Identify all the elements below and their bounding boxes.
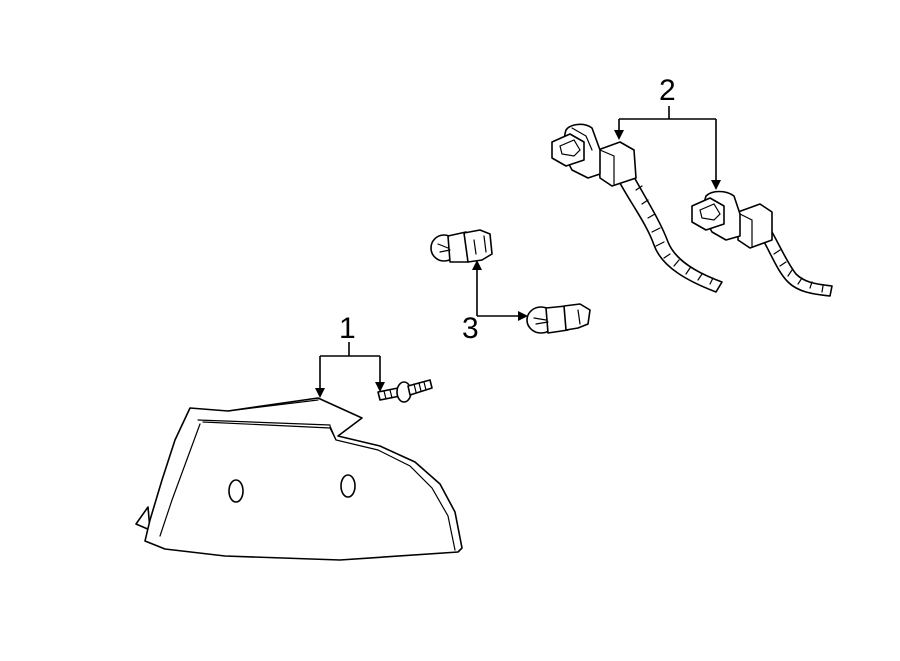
bulb-lower [526, 303, 591, 334]
socket-harness-left [551, 123, 723, 293]
mounting-stud [377, 379, 433, 403]
callout-number-3: 3 [462, 312, 479, 345]
lamp-housing [135, 397, 463, 561]
callout-2-leader [614, 106, 721, 190]
callout-number-2: 2 [659, 74, 676, 107]
callout-3-leader [472, 260, 528, 321]
socket-harness-right [691, 190, 833, 297]
callout-number-1: 1 [339, 312, 356, 345]
bulb-upper [430, 229, 493, 263]
callout-1-leader [315, 342, 385, 398]
